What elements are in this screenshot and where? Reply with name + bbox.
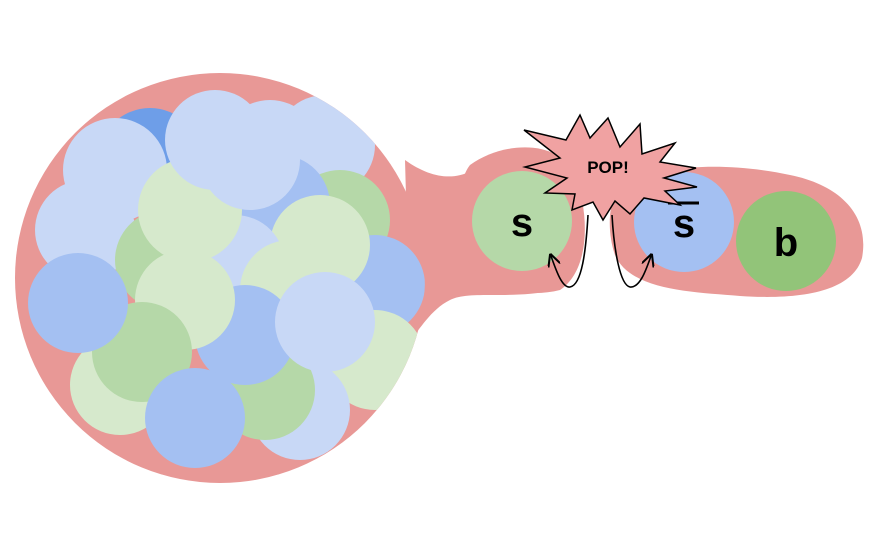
quark-s-ball (472, 171, 572, 271)
quark-b-label: b (774, 221, 798, 265)
ball (145, 368, 245, 468)
arrow-right (611, 214, 651, 288)
quark-s-bar-label: s (673, 202, 695, 246)
curved-arrow-icon (551, 214, 651, 288)
ball (28, 253, 128, 353)
quark-b-ball (736, 191, 836, 291)
ball (35, 180, 135, 280)
arrow-left (551, 214, 589, 288)
ball (200, 110, 300, 210)
burst-text: POP! (587, 158, 629, 177)
quark-s-label: s (511, 201, 533, 245)
ball-cluster (28, 90, 425, 468)
ball (275, 272, 375, 372)
quark-b: b (736, 191, 836, 291)
quark-s: s (472, 171, 572, 271)
starburst (522, 113, 698, 222)
starburst-icon: POP! (522, 113, 698, 222)
